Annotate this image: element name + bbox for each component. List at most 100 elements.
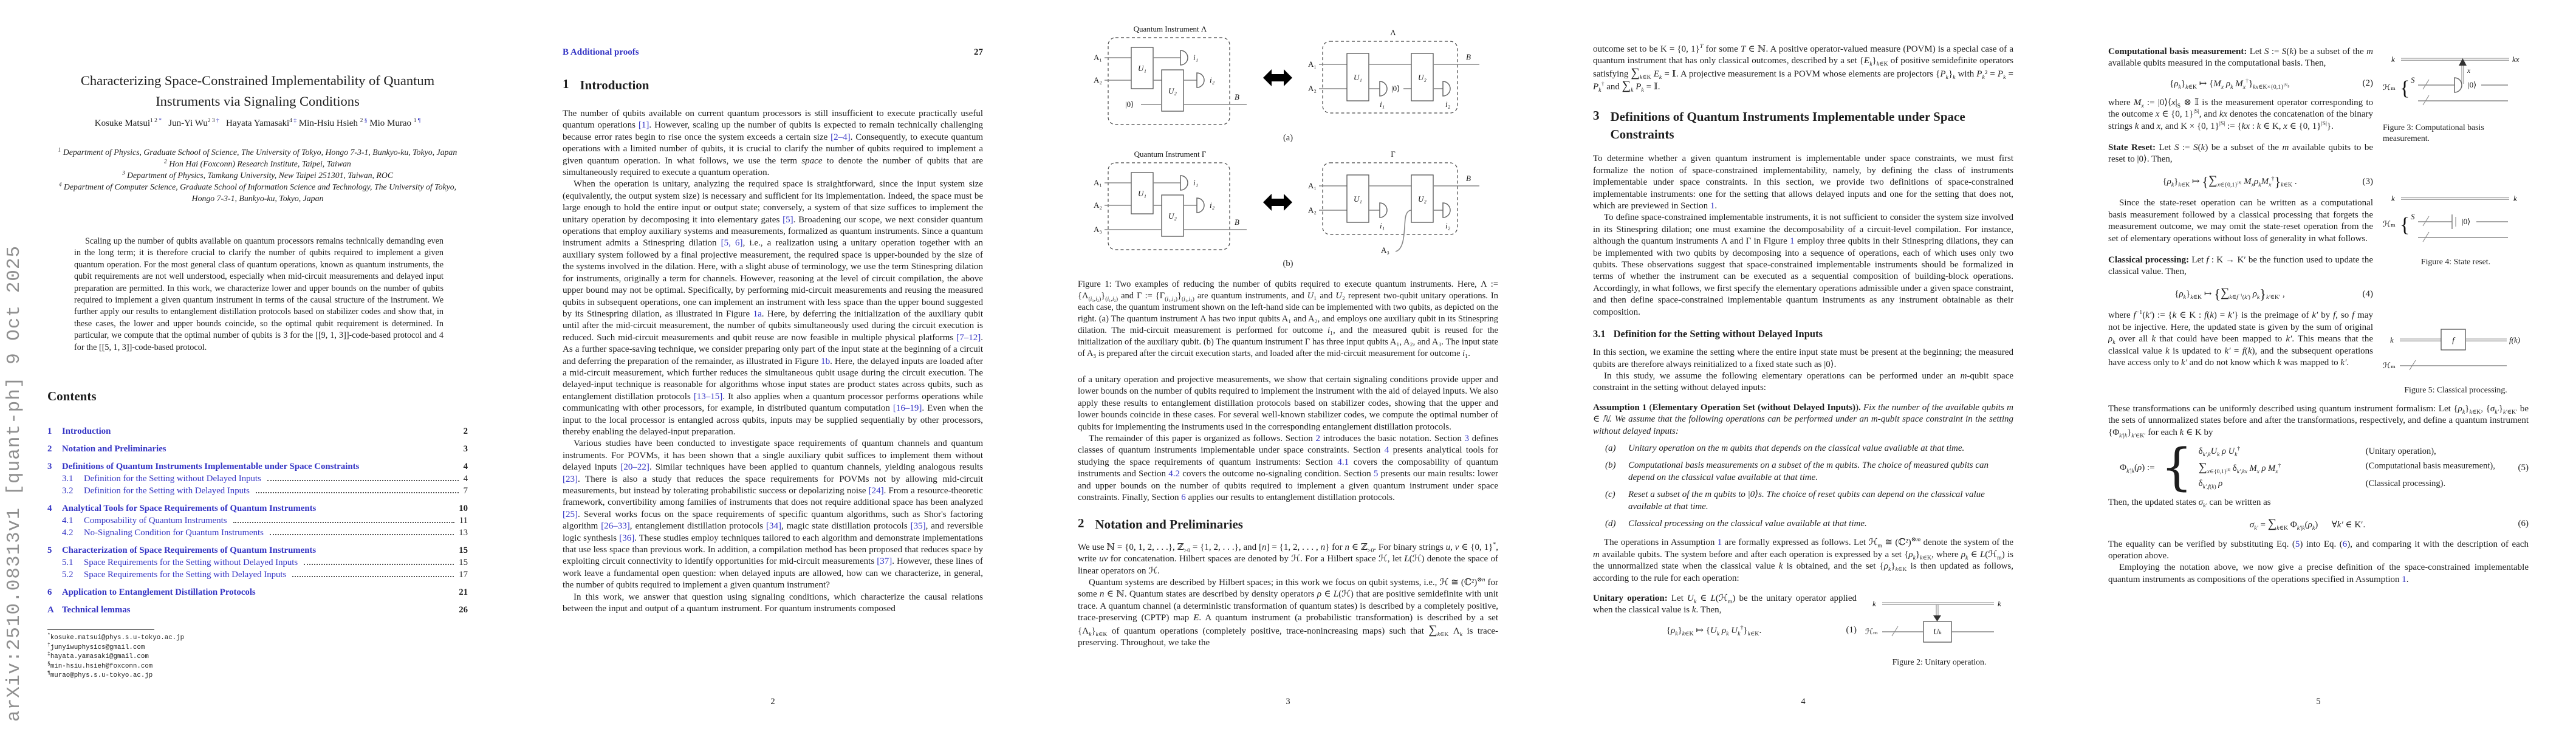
paragraph: Quantum systems are described by Hilbert… [1078, 577, 1498, 648]
svg-text:k: k [1872, 599, 1876, 608]
measurement-icon [1196, 72, 1205, 88]
figure-1-caption: Figure 1: Two examples of reducing the n… [1078, 279, 1498, 358]
employ-paragraph: Employing the notation above, we now giv… [2108, 563, 2529, 584]
svg-text:U₁: U₁ [1354, 73, 1362, 82]
equation-5: Φk′|k(ρ) := { δk′,kUk ρ Uk†(Unitary oper… [2120, 439, 2529, 497]
fig1a-right-circuit-svg: Λ A₁ A₂ U₁ i₁ |0⟩ U₂ [1308, 28, 1479, 114]
figure-3-caption: Figure 3: Computational basis measuremen… [2383, 123, 2484, 143]
svg-text:kx: kx [2512, 55, 2519, 64]
cb-where-paragraph: where Mx := |0⟩⟨x|S ⊗ 𝕀 is the measureme… [2108, 97, 2373, 131]
svg-text:ℋₘ: ℋₘ [2383, 219, 2396, 228]
figure-3-block: k kx x ℋₘ { S [2383, 50, 2529, 144]
footnotes: *kosuke.matsui@phys.s.u-tokyo.ac.jp †jun… [47, 632, 185, 681]
equivalence-arrow-icon [1262, 194, 1292, 211]
footnote-email-1: *kosuke.matsui@phys.s.u-tokyo.ac.jp [47, 632, 185, 642]
intro-paragraph-2: When the operation is unitary, analyzing… [563, 179, 983, 437]
svg-text:|0⟩: |0⟩ [2462, 217, 2470, 226]
paragraph: In this section, we examine the setting … [1593, 347, 2013, 369]
fig1a-left-circuit-svg: Quantum Instrument Λ A₁ A₂ U₁ i₁ U₂ [1094, 24, 1247, 125]
svg-text:Γ: Γ [1391, 149, 1396, 159]
affiliation-2: 2 Hon Hai (Foxconn) Research Institute, … [164, 158, 351, 168]
figure-5-circuit-svg: k f f(k) ℋₘ [2383, 329, 2520, 371]
svg-text:ℋₘ: ℋₘ [2383, 361, 2396, 370]
state-reset-text: State Reset: Let S := S(k) be a subset o… [2108, 143, 2373, 165]
verify-paragraph: The equality can be verified by substitu… [2108, 539, 2529, 561]
hm-label: ℋₘ [1865, 627, 1878, 636]
intro-paragraph-1: The number of qubits available on curren… [563, 109, 983, 178]
outcome-i2: i₂ [1210, 75, 1215, 84]
equation-6: σk′ = ∑k∈K Φk′|k(ρk) ∀k′ ∈ K′. (6) [2249, 516, 2529, 532]
outcome-i1: i₁ [1193, 53, 1198, 62]
svg-text:i₂: i₂ [1445, 100, 1451, 109]
cases-brace: { [2160, 439, 2193, 497]
figure-3-circuit-svg: k kx x ℋₘ { S [2383, 55, 2519, 106]
fig1b-left-circuit-svg: Quantum Instrument Γ A₁ A₂ U₁ i₁ U₂ [1094, 149, 1247, 250]
subfigure-b-label: (b) [1283, 259, 1293, 269]
unitary-operation-row: Unitary operation: Let Uk ∈ L(ℋm) be the… [1593, 593, 2013, 668]
svg-text:U₂: U₂ [1418, 73, 1427, 82]
page-number-5: 5 [2316, 697, 2321, 707]
svg-text:Uₖ: Uₖ [1933, 627, 1942, 636]
figure-2-caption: Figure 2: Unitary operation. [1892, 657, 1987, 666]
cb-measurement-text: Computational basis measurement: Let S :… [2108, 47, 2373, 69]
svg-text:U₁: U₁ [1138, 64, 1146, 73]
circuit-title: Λ [1390, 28, 1396, 37]
figure-5-caption: Figure 5: Classical processing. [2404, 385, 2507, 394]
footnote-email-4: §min-hsiu.hsieh@foxconn.com [47, 661, 153, 670]
wire-label-a1: A₁ [1094, 53, 1102, 62]
footnote-rule [47, 629, 154, 630]
page-number-4: 4 [1801, 697, 1806, 707]
item-b: (b)Computational basis measurements on a… [1605, 460, 1989, 482]
svg-text:i₁: i₁ [1380, 221, 1385, 230]
classical-processing-text: Classical processing: Let f : K → K′ be … [2108, 255, 2373, 277]
authors-line: Kosuke Matsui1 2 * Jun-Yi Wu2 3 † Hayata… [94, 118, 421, 128]
instrument-boundary [1107, 37, 1230, 125]
svg-text:k: k [2390, 335, 2394, 344]
paragraph: The remainder of this paper is organized… [1078, 434, 1498, 503]
ket0-label: |0⟩ [1125, 100, 1134, 109]
figure-4-block: k k ℋₘ { S |0⟩ [2383, 189, 2529, 267]
unitary-operation-text: Unitary operation: Let Uk ∈ L(ℋm) be the… [1593, 594, 1857, 615]
affiliation-4: 4 Department of Computer Science, Gradua… [58, 181, 457, 203]
brace: { [2400, 77, 2410, 100]
equivalence-arrow-icon [1262, 69, 1292, 86]
equation-2: {ρk}k∈K ↦ {Mx ρk Mx†}kx∈K×{0,1}|S|, (2) [2170, 77, 2373, 91]
page-4: outcome set to be K = {0, 1}T for some T… [1546, 0, 2061, 729]
case-row-3: δk′,f(k) ρ(Classical processing). [2198, 479, 2446, 491]
paragraph: In this study, we assume the following e… [1593, 371, 2013, 393]
svg-text:B: B [1466, 174, 1471, 183]
svg-text:k: k [1998, 599, 2001, 608]
brace: { [2400, 214, 2410, 236]
svg-text:A₂: A₂ [1094, 200, 1102, 210]
equation-1: {ρk}k∈K ↦ {Uk ρk Uk†}k∈K. (1) [1666, 624, 1857, 637]
paragraph: To define space-constrained implementabl… [1593, 213, 2013, 317]
page-number-3: 3 [1286, 697, 1290, 707]
figure-5-block: k f f(k) ℋₘ Figure 5: Classi [2383, 326, 2529, 395]
eq5-lhs: Φk′|k(ρ) := [2120, 462, 2155, 474]
page-5-content: Computational basis measurement: Let S :… [2108, 46, 2529, 688]
svg-text:k: k [2513, 194, 2517, 203]
figure-2-circuit-svg: k k Uₖ ℋₘ [1865, 599, 2001, 643]
wire-label-a3: A₃ [1381, 245, 1389, 255]
fig1b-right-circuit-svg: Γ A₁ A₂ U₁ i₁ A₃ U₂ [1308, 149, 1479, 255]
paragraph: The operations in Assumption 1 are forma… [1593, 536, 2013, 583]
svg-text:i₂: i₂ [1445, 221, 1451, 230]
